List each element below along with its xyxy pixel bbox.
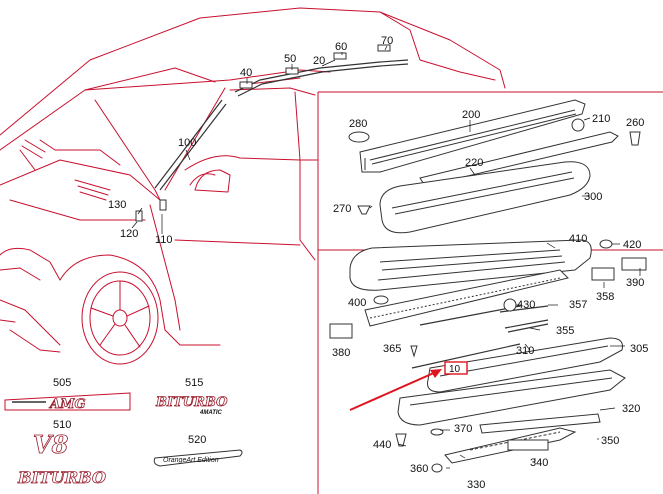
badge-4matic-text: 4MATIC	[199, 410, 223, 416]
badge-v8: V8	[33, 430, 69, 460]
badge-amg-text: AMG	[48, 397, 86, 412]
callout-505: 505	[53, 377, 71, 389]
badge-biturbo-large-text: BITURBO	[17, 468, 106, 487]
nut-360-icon	[431, 463, 443, 473]
nut-210-icon	[571, 118, 585, 132]
part-320-trim	[397, 369, 626, 426]
pin-365-icon	[410, 345, 418, 358]
red-arrow-icon	[349, 371, 437, 411]
cap-370-icon	[430, 428, 444, 436]
callout-300: 300	[584, 191, 602, 203]
cap-420-icon	[599, 239, 613, 249]
callout-100: 100	[178, 137, 196, 149]
callout-357: 357	[569, 299, 587, 311]
red-arrow-head-icon	[430, 369, 442, 378]
panel-leader-lines	[369, 117, 641, 469]
callout-220: 220	[465, 157, 483, 169]
badge-biturbo-text: BITURBO	[155, 395, 228, 410]
callout-labels: 40 50 20 60 70 100 130 120 110 200 210 2…	[53, 35, 648, 491]
callout-270: 270	[333, 203, 351, 215]
callout-320: 320	[622, 403, 640, 415]
callout-40: 40	[240, 67, 252, 79]
bracket-380-icon	[329, 323, 353, 339]
callout-70: 70	[381, 35, 393, 47]
callout-515: 515	[185, 377, 203, 389]
part-400-bracket	[364, 269, 569, 327]
highlight-callout: 10	[349, 361, 468, 411]
badge-amg: AMG	[4, 392, 131, 412]
part-200-sill-rail	[359, 99, 586, 173]
fastener-icons	[329, 118, 647, 473]
callout-370: 370	[454, 423, 472, 435]
callout-130: 130	[108, 199, 126, 211]
cap-400-icon	[373, 295, 389, 305]
badge-biturbo-large: BITURBO	[17, 468, 107, 488]
callout-440: 440	[373, 439, 391, 451]
callout-360: 360	[410, 463, 428, 475]
callout-310: 310	[516, 345, 534, 357]
callout-120: 120	[120, 228, 138, 240]
callout-110: 110	[155, 234, 173, 246]
badge-v8-text: V8	[33, 430, 69, 459]
callout-400: 400	[348, 297, 366, 309]
callout-390: 390	[626, 277, 644, 289]
callout-365: 365	[383, 343, 401, 355]
callout-358: 358	[596, 291, 614, 303]
callout-20: 20	[313, 55, 325, 67]
callout-330: 330	[467, 479, 485, 491]
part-410-step-board	[349, 239, 592, 291]
part-305-lower-sill	[427, 337, 623, 393]
badge-orangeart-edition: OrangeArt Edition	[153, 449, 243, 467]
block-358-icon	[591, 267, 615, 281]
callout-260: 260	[626, 117, 644, 129]
callout-200: 200	[462, 109, 480, 121]
callout-280: 280	[349, 118, 367, 130]
callout-355: 355	[556, 325, 574, 337]
callout-380: 380	[332, 347, 350, 359]
vehicle-leader-lines	[131, 45, 388, 234]
block-390-icon	[621, 257, 647, 271]
clip-260-icon	[629, 131, 641, 146]
highlight-label: 10	[449, 364, 461, 375]
roof-clip-icons	[135, 44, 391, 222]
nut-430-icon	[503, 298, 517, 312]
badge-biturbo-4matic: BITURBO 4MATIC	[155, 395, 229, 416]
callout-210: 210	[592, 113, 610, 125]
clip-270-icon	[357, 205, 371, 215]
callout-350: 350	[601, 435, 619, 447]
clip-440-icon	[395, 433, 407, 447]
callout-520: 520	[188, 434, 206, 446]
callout-60: 60	[335, 41, 347, 53]
badge-orangeart-text: OrangeArt Edition	[163, 457, 219, 464]
cap-280-icon	[348, 131, 370, 143]
callout-340: 340	[530, 457, 548, 469]
callout-305: 305	[630, 343, 648, 355]
callout-420: 420	[623, 239, 641, 251]
part-300-running-board	[379, 161, 591, 234]
part-310-355-strips	[411, 305, 549, 369]
callout-430: 430	[517, 299, 535, 311]
callout-510: 510	[53, 419, 71, 431]
part-340-350-pads	[479, 413, 601, 451]
callout-50: 50	[284, 53, 296, 65]
callout-410: 410	[569, 233, 587, 245]
